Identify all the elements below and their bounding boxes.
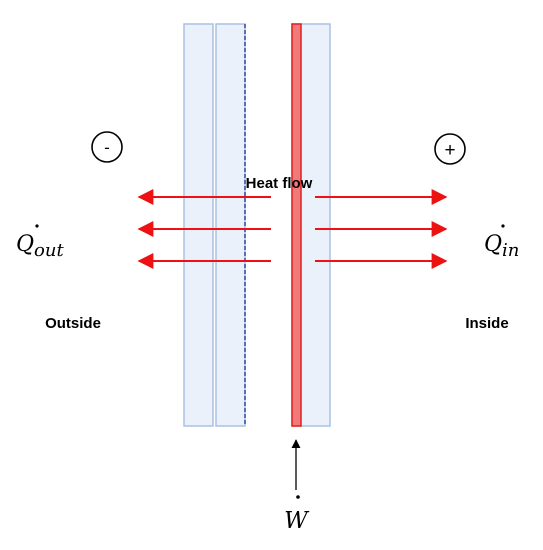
q-out-main: Q [16, 232, 34, 257]
inside-label: Inside [465, 315, 508, 332]
q-in-dot [501, 224, 505, 228]
q-in-label: Qin [484, 232, 519, 261]
w-label: W [284, 508, 310, 534]
plus-circle-icon [434, 133, 466, 165]
minus-circle-icon [91, 131, 123, 163]
plus-sign: + [444, 140, 455, 161]
q-in-sub: in [502, 240, 519, 261]
q-in-main: Q [484, 232, 502, 257]
q-out-sub: out [34, 240, 64, 261]
outer-pane-right [215, 23, 246, 427]
outer-pane-left [183, 23, 214, 427]
q-out-label: Qout [16, 232, 64, 261]
w-dot [296, 495, 300, 499]
q-out-dot [35, 224, 39, 228]
minus-sign: - [104, 138, 110, 157]
heating-film [291, 23, 302, 427]
outside-label: Outside [45, 315, 101, 332]
heat-flow-label: Heat flow [246, 175, 313, 192]
